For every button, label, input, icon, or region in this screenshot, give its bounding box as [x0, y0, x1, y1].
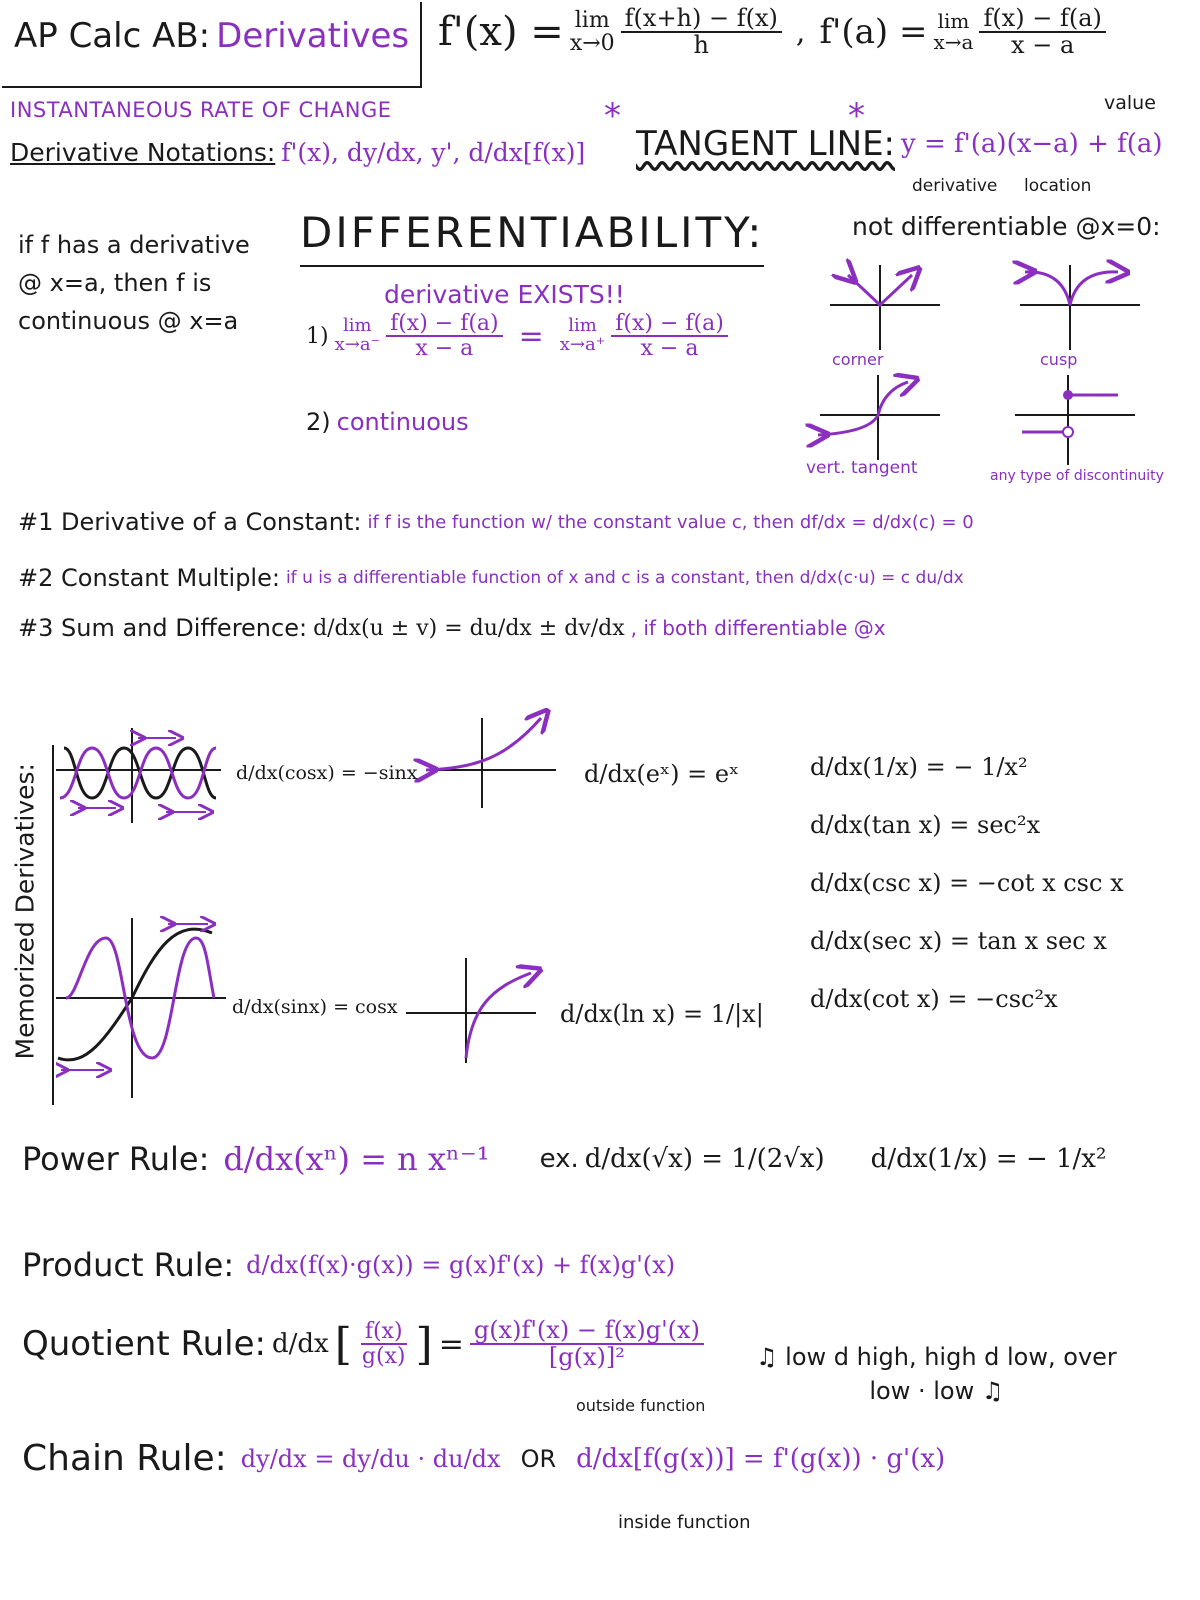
cusp-label: cusp [1040, 350, 1078, 369]
tangent-star-2: * [848, 96, 865, 136]
power-example: d/dx(√x) = 1/(2√x) [584, 1144, 825, 1174]
tangent-formula: y = f'(a)(x−a) + f(a) [901, 129, 1163, 159]
tan-derivative: d/dx(tan x) = sec²x [810, 811, 1041, 839]
quotient-lhs: f(x) g(x) [360, 1319, 407, 1370]
tangent-location-note: location [1024, 176, 1092, 196]
rule-2: #2 Constant Multiple: if u is a differen… [18, 564, 964, 592]
corner-graph [830, 265, 940, 350]
chain-label: Chain Rule: [22, 1438, 227, 1479]
condition-2: 2) continuous [306, 408, 469, 436]
product-rule: Product Rule: d/dx(f(x)·g(x)) = g(x)f'(x… [22, 1246, 675, 1284]
chain-formula-2: d/dx[f(g(x))] = f'(g(x)) · g'(x) [576, 1443, 946, 1474]
memorized-side-label: Memorized Derivatives: [10, 763, 40, 1060]
cusp-graph [1020, 265, 1140, 350]
differentiability-heading: DIFFERENTIABILITY: [300, 208, 765, 267]
power-recip: d/dx(1/x) = − 1/x² [870, 1144, 1107, 1174]
derivative-exists: derivative EXISTS!! [384, 280, 625, 309]
sin-graph [56, 918, 226, 1098]
ln-derivative: d/dx(ln x) = 1/|x| [560, 1000, 764, 1028]
alt-limit: lim x→a [933, 9, 974, 55]
notations-list: f'(x), dy/dx, y', d/dx[f(x)] [281, 138, 586, 167]
sin-derivative: d/dx(sinx) = cosx [232, 996, 398, 1018]
rule-3: #3 Sum and Difference: d/dx(u ± v) = du/… [18, 614, 886, 642]
discontinuity-label: any type of discontinuity [990, 468, 1164, 484]
rule-1: #1 Derivative of a Constant: if f is the… [18, 508, 974, 536]
power-label: Power Rule: [22, 1140, 210, 1178]
recip-derivative: d/dx(1/x) = − 1/x² [810, 753, 1028, 781]
vertical-tangent-graph [818, 375, 940, 460]
cos-derivative: d/dx(cosx) = −sinx [236, 762, 418, 784]
vert-tangent-label: vert. tangent [806, 458, 918, 478]
memorized-divider [52, 745, 54, 1105]
tangent-derivative-note: derivative [912, 176, 998, 196]
def-fraction: f(x+h) − f(x) h [620, 5, 782, 58]
instantaneous-rate: INSTANTANEOUS RATE OF CHANGE [10, 98, 392, 122]
product-label: Product Rule: [22, 1246, 235, 1284]
exp-graph [426, 718, 556, 808]
derivative-definition: f'(x) = lim x→0 f(x+h) − f(x) h , f'(a) … [438, 5, 1106, 58]
power-ex: ex. [539, 1144, 579, 1174]
tangent-value-note: value [1104, 92, 1156, 114]
continuity-note: if f has a derivative @ x=a, then f is c… [18, 231, 250, 335]
not-differentiable-heading: not differentiable @x=0: [852, 212, 1161, 241]
tangent-label: TANGENT LINE: [636, 124, 896, 164]
sec-derivative: d/dx(sec x) = tan x sec x [810, 927, 1107, 955]
quotient-rhs: g(x)f'(x) − f(x)g'(x) [g(x)]² [469, 1317, 704, 1370]
derivative-notations: Derivative Notations: f'(x), dy/dx, y', … [10, 138, 585, 167]
quotient-mnemonic: ♫ low d high, high d low, over low · low… [756, 1343, 1117, 1405]
cot-derivative: d/dx(cot x) = −csc²x [810, 985, 1058, 1013]
power-rule: Power Rule: d/dx(xⁿ) = n xⁿ⁻¹ ex. d/dx(√… [22, 1140, 1106, 1178]
def-limit: lim x→0 [569, 8, 615, 57]
exp-derivative: d/dx(eˣ) = eˣ [584, 760, 740, 788]
chain-or: OR [520, 1444, 557, 1473]
alt-lhs: f'(a) = [819, 12, 928, 53]
chain-inside-note: inside function [618, 1512, 751, 1533]
chain-outside-note: outside function [576, 1396, 706, 1415]
title-topic: Derivatives [216, 16, 410, 56]
notations-label: Derivative Notations: [10, 138, 276, 167]
cos-graph [56, 728, 221, 823]
trig-derivatives: d/dx(1/x) = − 1/x² d/dx(tan x) = sec²x d… [810, 738, 1124, 1028]
page-title: AP Calc AB: Derivatives [14, 16, 409, 56]
memorized-graphs [56, 708, 556, 1098]
title-box [2, 2, 422, 88]
corner-label: corner [832, 350, 884, 369]
not-differentiable-graphs [800, 250, 1140, 465]
alt-fraction: f(x) − f(a) x − a [979, 5, 1106, 58]
product-formula: d/dx(f(x)·g(x)) = g(x)f'(x) + f(x)g'(x) [246, 1251, 676, 1279]
condition-1: 1) lim x→a⁻ f(x) − f(a) x − a = lim x→a⁺… [306, 312, 728, 360]
discontinuity-graph [1015, 375, 1135, 465]
quotient-rule: Quotient Rule: d/dx [ f(x) g(x) ] = g(x)… [22, 1317, 704, 1370]
chain-rule: Chain Rule: dy/dx = dy/du · du/dx OR d/d… [22, 1438, 945, 1479]
tangent-line: TANGENT LINE: y = f'(a)(x−a) + f(a) [636, 124, 1163, 164]
tangent-star-1: * [604, 96, 621, 136]
csc-derivative: d/dx(csc x) = −cot x csc x [810, 869, 1124, 897]
ln-graph [406, 958, 536, 1063]
quotient-label: Quotient Rule: [22, 1324, 266, 1365]
title-prefix: AP Calc AB: [14, 16, 211, 56]
chain-formula-1: dy/dx = dy/du · du/dx [240, 1444, 501, 1473]
power-formula: d/dx(xⁿ) = n xⁿ⁻¹ [223, 1140, 490, 1178]
def-lhs: f'(x) = [438, 9, 564, 56]
